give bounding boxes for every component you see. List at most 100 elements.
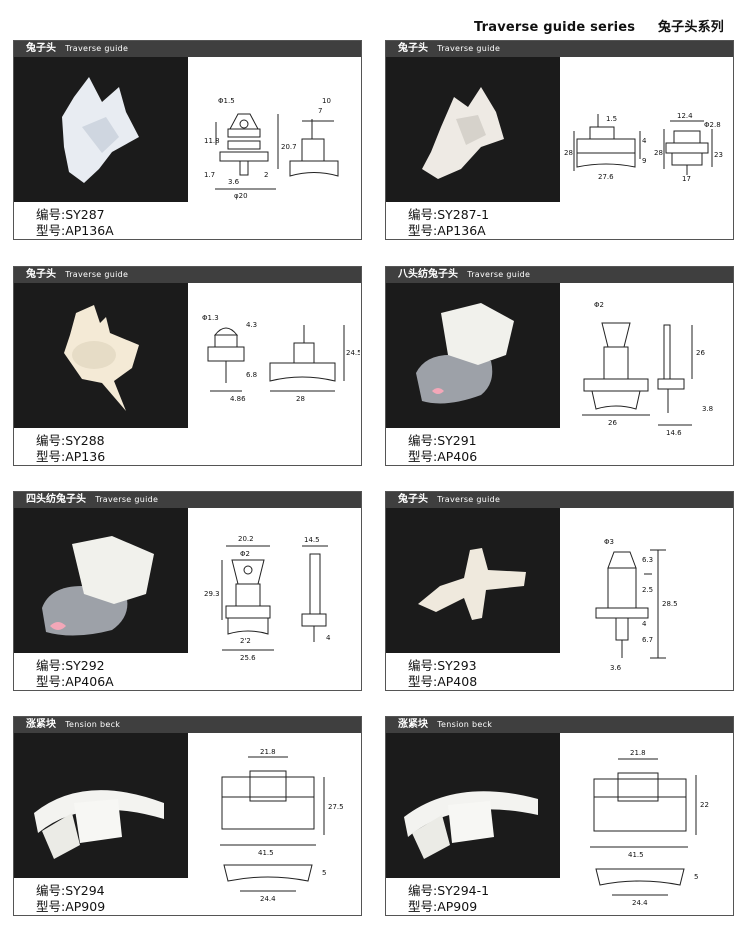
dimension-label: 2	[264, 171, 268, 179]
dimension-label: 2.5	[642, 586, 653, 594]
dimension-label: 26	[696, 349, 705, 357]
dimension-label: Φ3	[604, 538, 614, 546]
product-model: 型号:AP408	[408, 674, 478, 689]
technical-drawing: 20.2 Φ2 29.3 2'2 25.6 14.5 4	[204, 535, 331, 662]
product-code: 编号:SY292	[36, 658, 105, 673]
dimension-label: Φ1.3	[202, 314, 219, 322]
dimension-label: 24.4	[632, 899, 648, 907]
dimension-label: 28	[564, 149, 573, 157]
card-title-bar: 四头纺兔子头 Traverse guide	[14, 492, 361, 508]
dimension-label: 5	[322, 869, 326, 877]
product-model: 型号:AP406A	[36, 674, 114, 689]
technical-drawing: Φ2 26 26 3.8 14.6	[582, 301, 713, 437]
dimension-label: Φ2	[240, 550, 250, 558]
dimension-label: φ20	[234, 192, 248, 200]
card-title-cn: 兔子头	[398, 494, 428, 505]
dimension-label: 26	[608, 419, 617, 427]
dimension-label: 21.8	[630, 749, 646, 757]
dimension-label: 29.3	[204, 590, 220, 598]
product-code: 编号:SY287-1	[408, 207, 490, 222]
dimension-label: 25.6	[240, 654, 256, 662]
card-title-bar: 兔子头 Traverse guide	[386, 41, 733, 57]
dimension-label: 4	[326, 634, 331, 642]
dimension-label: 4	[642, 137, 647, 145]
product-codes: 编号:SY287 型号:AP136A	[36, 207, 114, 239]
product-codes: 编号:SY287-1 型号:AP136A	[408, 207, 489, 239]
product-photo	[386, 733, 560, 878]
dimension-label: 2'2	[240, 637, 251, 645]
product-photo	[386, 283, 560, 428]
dimension-label: Φ2	[594, 301, 604, 309]
product-codes: 编号:SY294 型号:AP909	[36, 883, 105, 915]
dimension-label: 4.3	[246, 321, 257, 329]
header-title-cn: 兔子头系列	[657, 20, 724, 35]
page-header: Traverse guide series 兔子头系列	[474, 16, 724, 35]
product-codes: 编号:SY293 型号:AP408	[408, 658, 477, 690]
technical-drawing: Φ3 6.3 2.5 28.5 4 6.7 3.6	[595, 538, 678, 672]
card-title-bar: 八头纺兔子头 Traverse guide	[386, 267, 733, 283]
dimension-label: 21.8	[260, 748, 276, 756]
dimension-label: 27.5	[328, 803, 344, 811]
technical-drawing: 1.5 12.4 Φ2.8 28 4 9 27.6 28 23 17	[564, 112, 723, 183]
dimension-label: 27.6	[598, 173, 614, 181]
dimension-label: 5	[694, 873, 698, 881]
technical-drawing: 21.8 22 41.5 24.4 5	[590, 749, 709, 907]
dimension-label: 20.7	[281, 143, 297, 151]
product-model: 型号:AP136A	[408, 223, 486, 238]
dimension-label: 24.5	[346, 349, 360, 357]
product-card-sy294: 涨紧块 Tension beck 21.8 27.5 41.5 24.4 5 编…	[13, 716, 362, 916]
dimension-label: 1.7	[204, 171, 215, 179]
product-photo	[14, 283, 188, 428]
product-code: 编号:SY293	[408, 658, 477, 673]
product-model: 型号:AP136	[36, 449, 106, 464]
card-title-bar: 兔子头 Traverse guide	[14, 267, 361, 283]
card-title-en: Traverse guide	[95, 495, 159, 504]
dimension-label: 3.8	[702, 405, 713, 413]
product-card-sy294-1: 涨紧块 Tension beck 21.8 22 41.5 24.4 5 编号:…	[385, 716, 734, 916]
product-photo	[14, 508, 188, 653]
product-model: 型号:AP909	[408, 899, 478, 914]
dimension-label: 9	[642, 157, 646, 165]
product-codes: 编号:SY291 型号:AP406	[408, 433, 477, 465]
product-photo	[14, 57, 188, 202]
dimension-label: 6.3	[642, 556, 653, 564]
card-title-cn: 涨紧块	[398, 719, 428, 730]
card-title-en: Tension beck	[437, 720, 493, 729]
product-card-sy287-1: 兔子头 Traverse guide 1.5 12.4 Φ2.8 28 4 9 …	[385, 40, 734, 240]
product-photo	[386, 57, 560, 202]
product-photo	[386, 508, 560, 653]
product-code: 编号:SY291	[408, 433, 477, 448]
product-photo	[14, 733, 188, 878]
dimension-label: 11.8	[204, 137, 220, 145]
card-title-en: Tension beck	[65, 720, 121, 729]
dimension-label: 28	[654, 149, 663, 157]
card-title-cn: 涨紧块	[26, 719, 56, 730]
product-codes: 编号:SY292 型号:AP406A	[36, 658, 114, 690]
dimension-label: 4	[642, 620, 647, 628]
dimension-label: 28.5	[662, 600, 678, 608]
dimension-label: 24.4	[260, 895, 276, 903]
product-card-sy293: 兔子头 Traverse guide Φ3 6.3 2.5 28.5 4 6.7…	[385, 491, 734, 691]
card-title-en: Traverse guide	[467, 270, 531, 279]
technical-drawing: Φ1.5 10 7 11.8 20.7 1.7 3.6 2 φ20	[204, 97, 339, 200]
product-code: 编号:SY294-1	[408, 883, 490, 898]
dimension-label: 4.86	[230, 395, 246, 403]
dimension-label: 14.6	[666, 429, 682, 437]
product-codes: 编号:SY288 型号:AP136	[36, 433, 105, 465]
dimension-label: 6.7	[642, 636, 653, 644]
dimension-label: 3.6	[228, 178, 240, 186]
product-card-sy288: 兔子头 Traverse guide Φ1.3 4.3 24.5 6.8 4.8…	[13, 266, 362, 466]
card-title-cn: 四头纺兔子头	[26, 494, 86, 505]
product-card-sy292: 四头纺兔子头 Traverse guide 20.2 Φ2 29.3 2'2 2…	[13, 491, 362, 691]
dimension-label: Φ1.5	[218, 97, 235, 105]
technical-drawing: Φ1.3 4.3 24.5 6.8 4.86 28	[202, 314, 360, 403]
dimension-label: 20.2	[238, 535, 254, 543]
card-title-cn: 兔子头	[26, 269, 56, 280]
technical-drawing: 21.8 27.5 41.5 24.4 5	[220, 748, 344, 903]
product-model: 型号:AP406	[408, 449, 478, 464]
dimension-label: 1.5	[606, 115, 617, 123]
card-title-cn: 八头纺兔子头	[398, 269, 458, 280]
dimension-label: 6.8	[246, 371, 257, 379]
dimension-label: 28	[296, 395, 305, 403]
card-title-bar: 兔子头 Traverse guide	[14, 41, 361, 57]
